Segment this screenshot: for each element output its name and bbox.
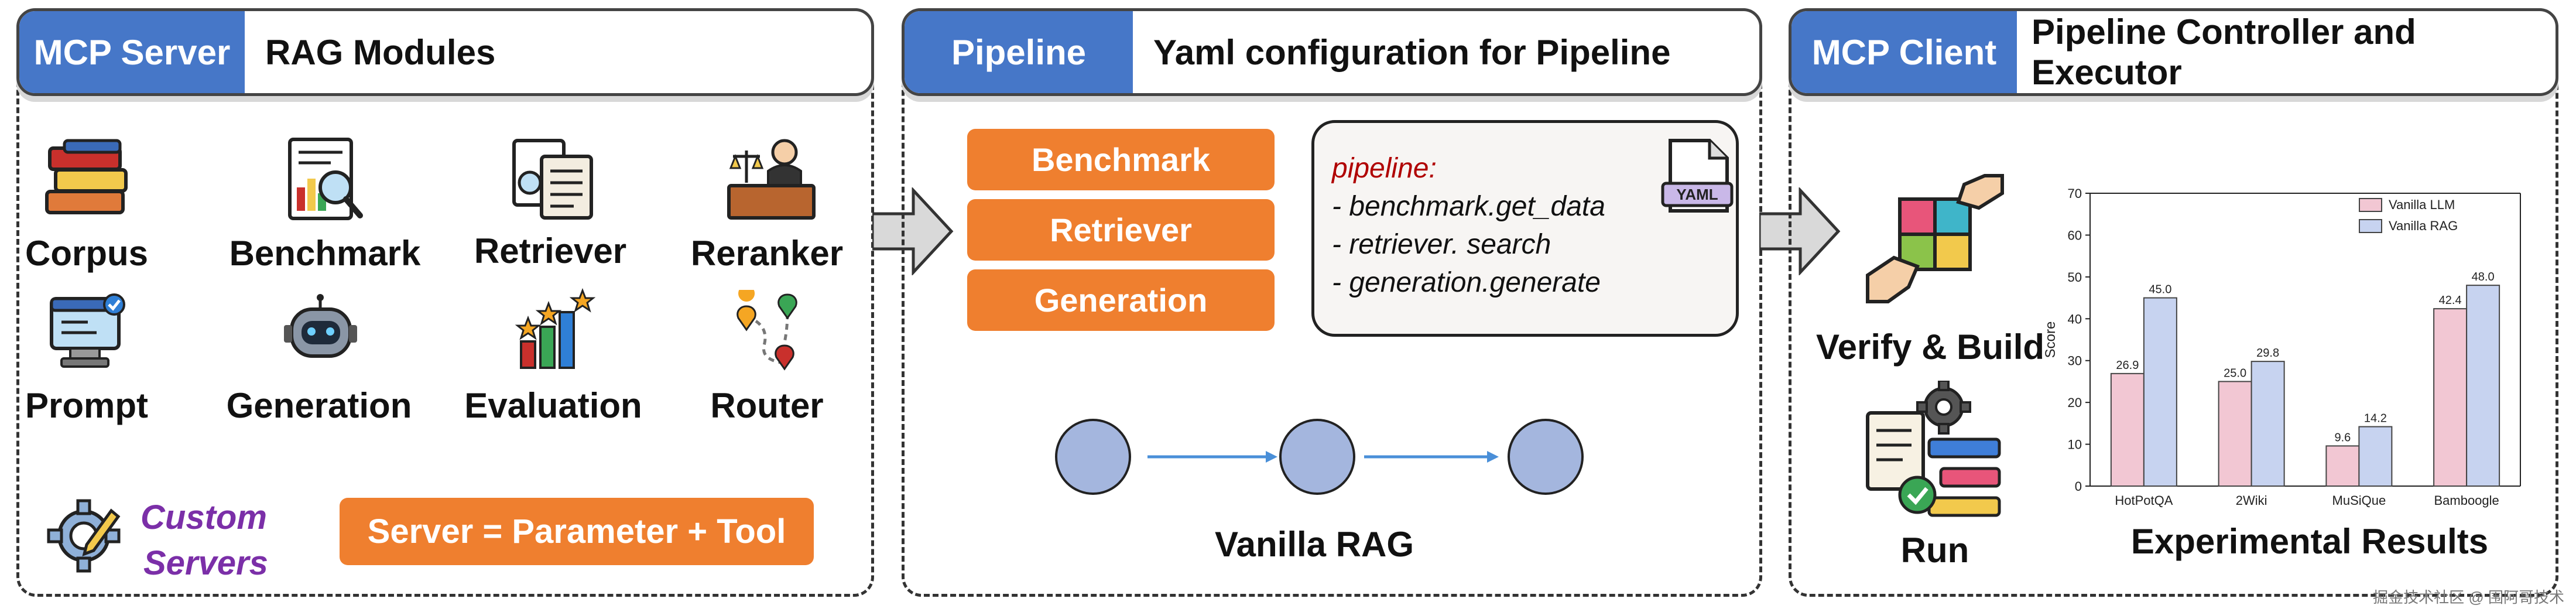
y-tick-label: 0 [2075,479,2082,494]
rag-modules-title: RAG Modules [265,32,496,72]
module-label-router: Router [710,386,824,425]
pipeline-box-generation: Generation [967,269,1275,331]
flow-node-1 [1055,419,1131,495]
chart-magnifier-icon [288,138,363,220]
controller-executor-title: Pipeline Controller and Executor [2032,12,2416,92]
module-label-prompt: Prompt [25,386,148,425]
bar [2218,381,2252,487]
arrow-2 [1759,187,1841,275]
data-label: 48.0 [2472,271,2495,283]
module-label-corpus: Corpus [25,234,148,273]
data-label: 45.0 [2149,283,2171,296]
yaml-line-pipeline: pipeline: [1332,153,1437,184]
robot-icon [284,294,357,358]
bar [2143,297,2177,487]
custom-servers-line2: Servers [143,544,268,582]
puzzle-hands-icon [1866,174,2004,303]
experimental-results-title: Experimental Results [2130,522,2489,561]
data-label: 29.8 [2256,347,2279,360]
bar-stars-icon [515,288,596,369]
x-tick-label: MuSiQue [2332,493,2386,508]
gear-pencil-icon [47,499,121,573]
module-label-retriever: Retriever [474,231,627,271]
mcp-server-header: MCP Server RAG Modules [16,8,874,96]
gear-flowchart-icon [1866,381,2001,517]
y-tick-label: 10 [2068,437,2082,452]
yaml-line-benchmark: - benchmark.get_data [1332,191,1605,222]
bar [2358,426,2393,487]
module-label-reranker: Reranker [690,234,844,273]
flow-node-3 [1508,419,1584,495]
y-tick-label: 20 [2068,395,2082,410]
pipeline-tag: Pipeline [905,11,1133,93]
custom-servers-line1: Custom [141,498,267,536]
y-tick-label: 60 [2068,228,2082,242]
data-label: 25.0 [2224,367,2246,379]
bar [2433,308,2468,487]
y-tick-label: 30 [2068,354,2082,368]
bar [2250,361,2285,487]
mcp-server-tag: MCP Server [19,11,245,93]
bar [2110,372,2145,487]
legend-label: Vanilla LLM [2389,197,2455,212]
x-tick-label: 2Wiki [2236,493,2267,508]
yaml-config-card: pipeline: - benchmark.get_data - retriev… [1311,120,1739,337]
legend-label: Vanilla RAG [2389,218,2458,233]
module-label-generation: Generation [226,386,412,425]
svg-text:YAML: YAML [1676,186,1718,203]
yaml-file-icon: YAML [1661,139,1734,213]
documents-icon [512,139,593,220]
y-axis-label: Score [2043,322,2058,358]
y-tick-label: 40 [2068,312,2082,326]
pipeline-header: Pipeline Yaml configuration for Pipeline [902,8,1762,96]
arrow-1 [872,187,954,275]
y-tick-label: 70 [2068,186,2082,201]
bar [2325,445,2360,487]
yaml-line-generation: - generation.generate [1332,267,1601,298]
vanilla-rag-label: Vanilla RAG [1214,525,1414,564]
mcp-client-header: MCP Client Pipeline Controller and Execu… [1789,8,2558,96]
flow-arrows [1147,451,1499,463]
module-label-evaluation: Evaluation [464,386,642,425]
legend-swatch [2359,198,2382,212]
data-label: 14.2 [2364,412,2387,425]
data-label: 9.6 [2334,431,2351,444]
bar [2466,285,2500,487]
run-label: Run [1900,531,1969,570]
yaml-line-retriever: - retriever. search [1332,229,1551,260]
server-formula-box: Server = Parameter + Tool [340,498,814,565]
y-tick-label: 50 [2068,270,2082,285]
watermark: 掘金技术社区 @ 围阿哥技术 [2373,589,2564,606]
computer-check-icon [50,293,125,368]
x-tick-label: Bamboogle [2434,493,2499,508]
books-icon [45,139,128,214]
pipeline-box-benchmark: Benchmark [967,129,1275,190]
data-label: 26.9 [2116,359,2139,372]
module-label-benchmark: Benchmark [229,234,421,273]
verify-build-label: Verify & Build [1815,327,2045,367]
flow-node-2 [1279,419,1355,495]
legend-swatch [2359,219,2382,233]
data-label: 42.4 [2439,294,2462,307]
x-tick-label: HotPotQA [2115,493,2173,508]
yaml-config-title: Yaml configuration for Pipeline [1153,32,1671,72]
judge-icon [727,139,816,220]
pipeline-box-retriever: Retriever [967,199,1275,261]
route-pins-icon [737,290,797,371]
mcp-client-tag: MCP Client [1791,11,2017,93]
